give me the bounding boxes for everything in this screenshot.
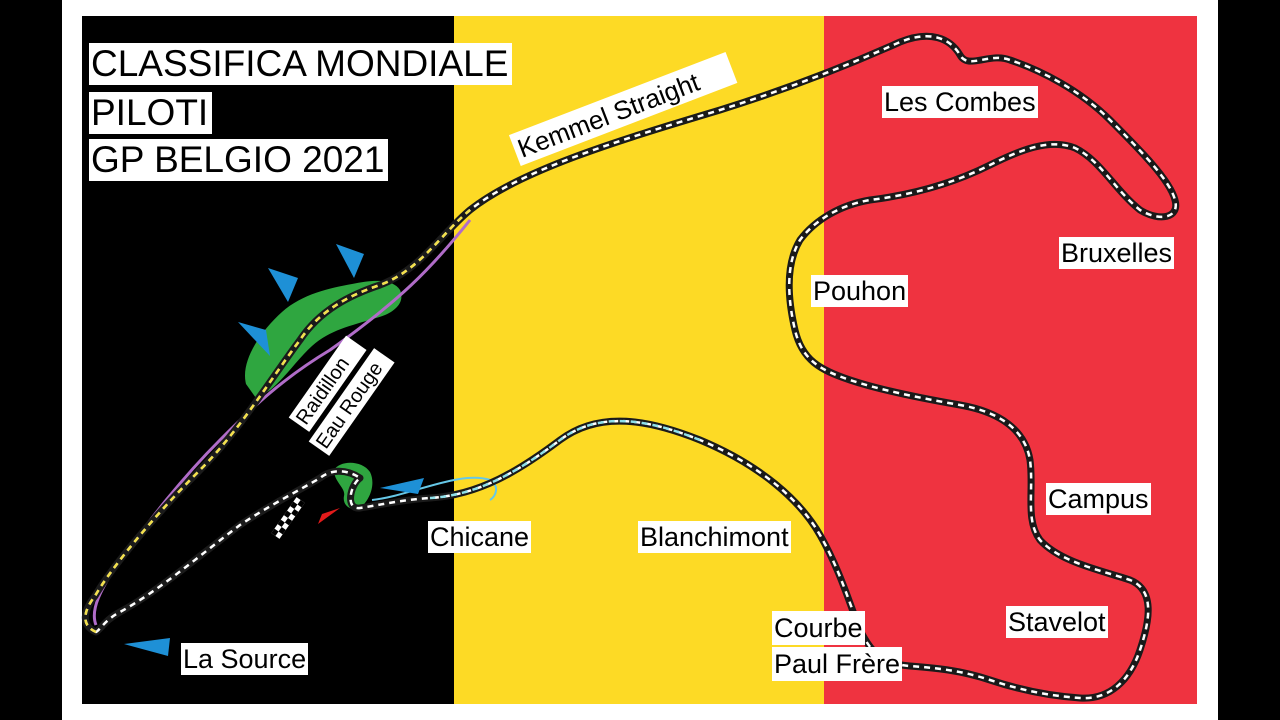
marker-icon-2 <box>336 244 364 278</box>
runoff-area-raidillon <box>244 280 402 398</box>
label-la-source: La Source <box>181 643 309 675</box>
label-blanchimont: Blanchimont <box>638 521 791 553</box>
label-courbe: Courbe <box>772 611 865 645</box>
pit-entry-line <box>371 476 497 501</box>
label-les-combes: Les Combes <box>882 86 1038 118</box>
label-kemmel-straight: Kemmel Straight <box>508 52 738 166</box>
title-line-1: CLASSIFICA MONDIALE <box>89 43 513 85</box>
title-line-2: PILOTI <box>89 92 213 134</box>
label-campus: Campus <box>1046 483 1151 515</box>
label-stavelot: Stavelot <box>1006 606 1108 638</box>
svg-text:Kemmel Straight: Kemmel Straight <box>513 66 704 163</box>
flag-red-stripe <box>824 16 1197 704</box>
label-paul-frere: Paul Frère <box>772 647 903 681</box>
label-bruxelles: Bruxelles <box>1059 237 1175 269</box>
circuit-track <box>81 32 1180 702</box>
flag-yellow-stripe <box>454 16 824 704</box>
title-line-3: GP BELGIO 2021 <box>89 139 389 181</box>
direction-arrow-icon <box>318 508 340 524</box>
start-finish-line <box>271 497 305 539</box>
label-chicane: Chicane <box>428 521 532 553</box>
marker-icon-4 <box>380 478 424 494</box>
marker-icon-1 <box>268 268 298 302</box>
marker-icon-3 <box>238 322 270 356</box>
marker-icon-5 <box>124 638 170 656</box>
label-pouhon: Pouhon <box>811 275 909 307</box>
